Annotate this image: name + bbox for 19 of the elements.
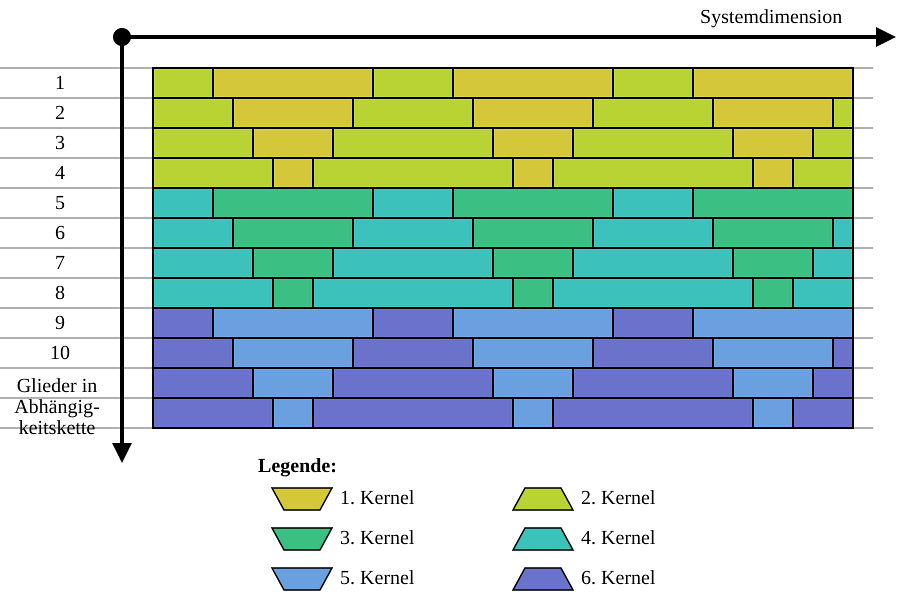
legend-label: 4. Kernel: [581, 528, 656, 549]
legend-label: 1. Kernel: [340, 488, 414, 509]
row-number: 5: [54, 193, 66, 214]
legend-label: 5. Kernel: [340, 568, 414, 589]
row-number: 10: [49, 343, 71, 364]
row-number: 3: [54, 133, 66, 154]
row-number: 8: [54, 283, 66, 304]
legend-label: 3. Kernel: [340, 528, 414, 549]
row-number: 7: [54, 253, 66, 274]
axis-label: Glieder in Abhängig-keitskette: [13, 376, 101, 439]
legend-label: 6. Kernel: [581, 568, 656, 589]
row-number: 9: [54, 313, 66, 334]
axis-label: Systemdimension: [700, 7, 842, 28]
legend-label: 2. Kernel: [581, 488, 656, 509]
row-number: 6: [54, 223, 66, 244]
legend-title: Legende:: [258, 456, 337, 477]
row-number: 2: [54, 103, 66, 124]
row-number: 1: [54, 73, 66, 94]
row-number: 4: [54, 163, 66, 184]
